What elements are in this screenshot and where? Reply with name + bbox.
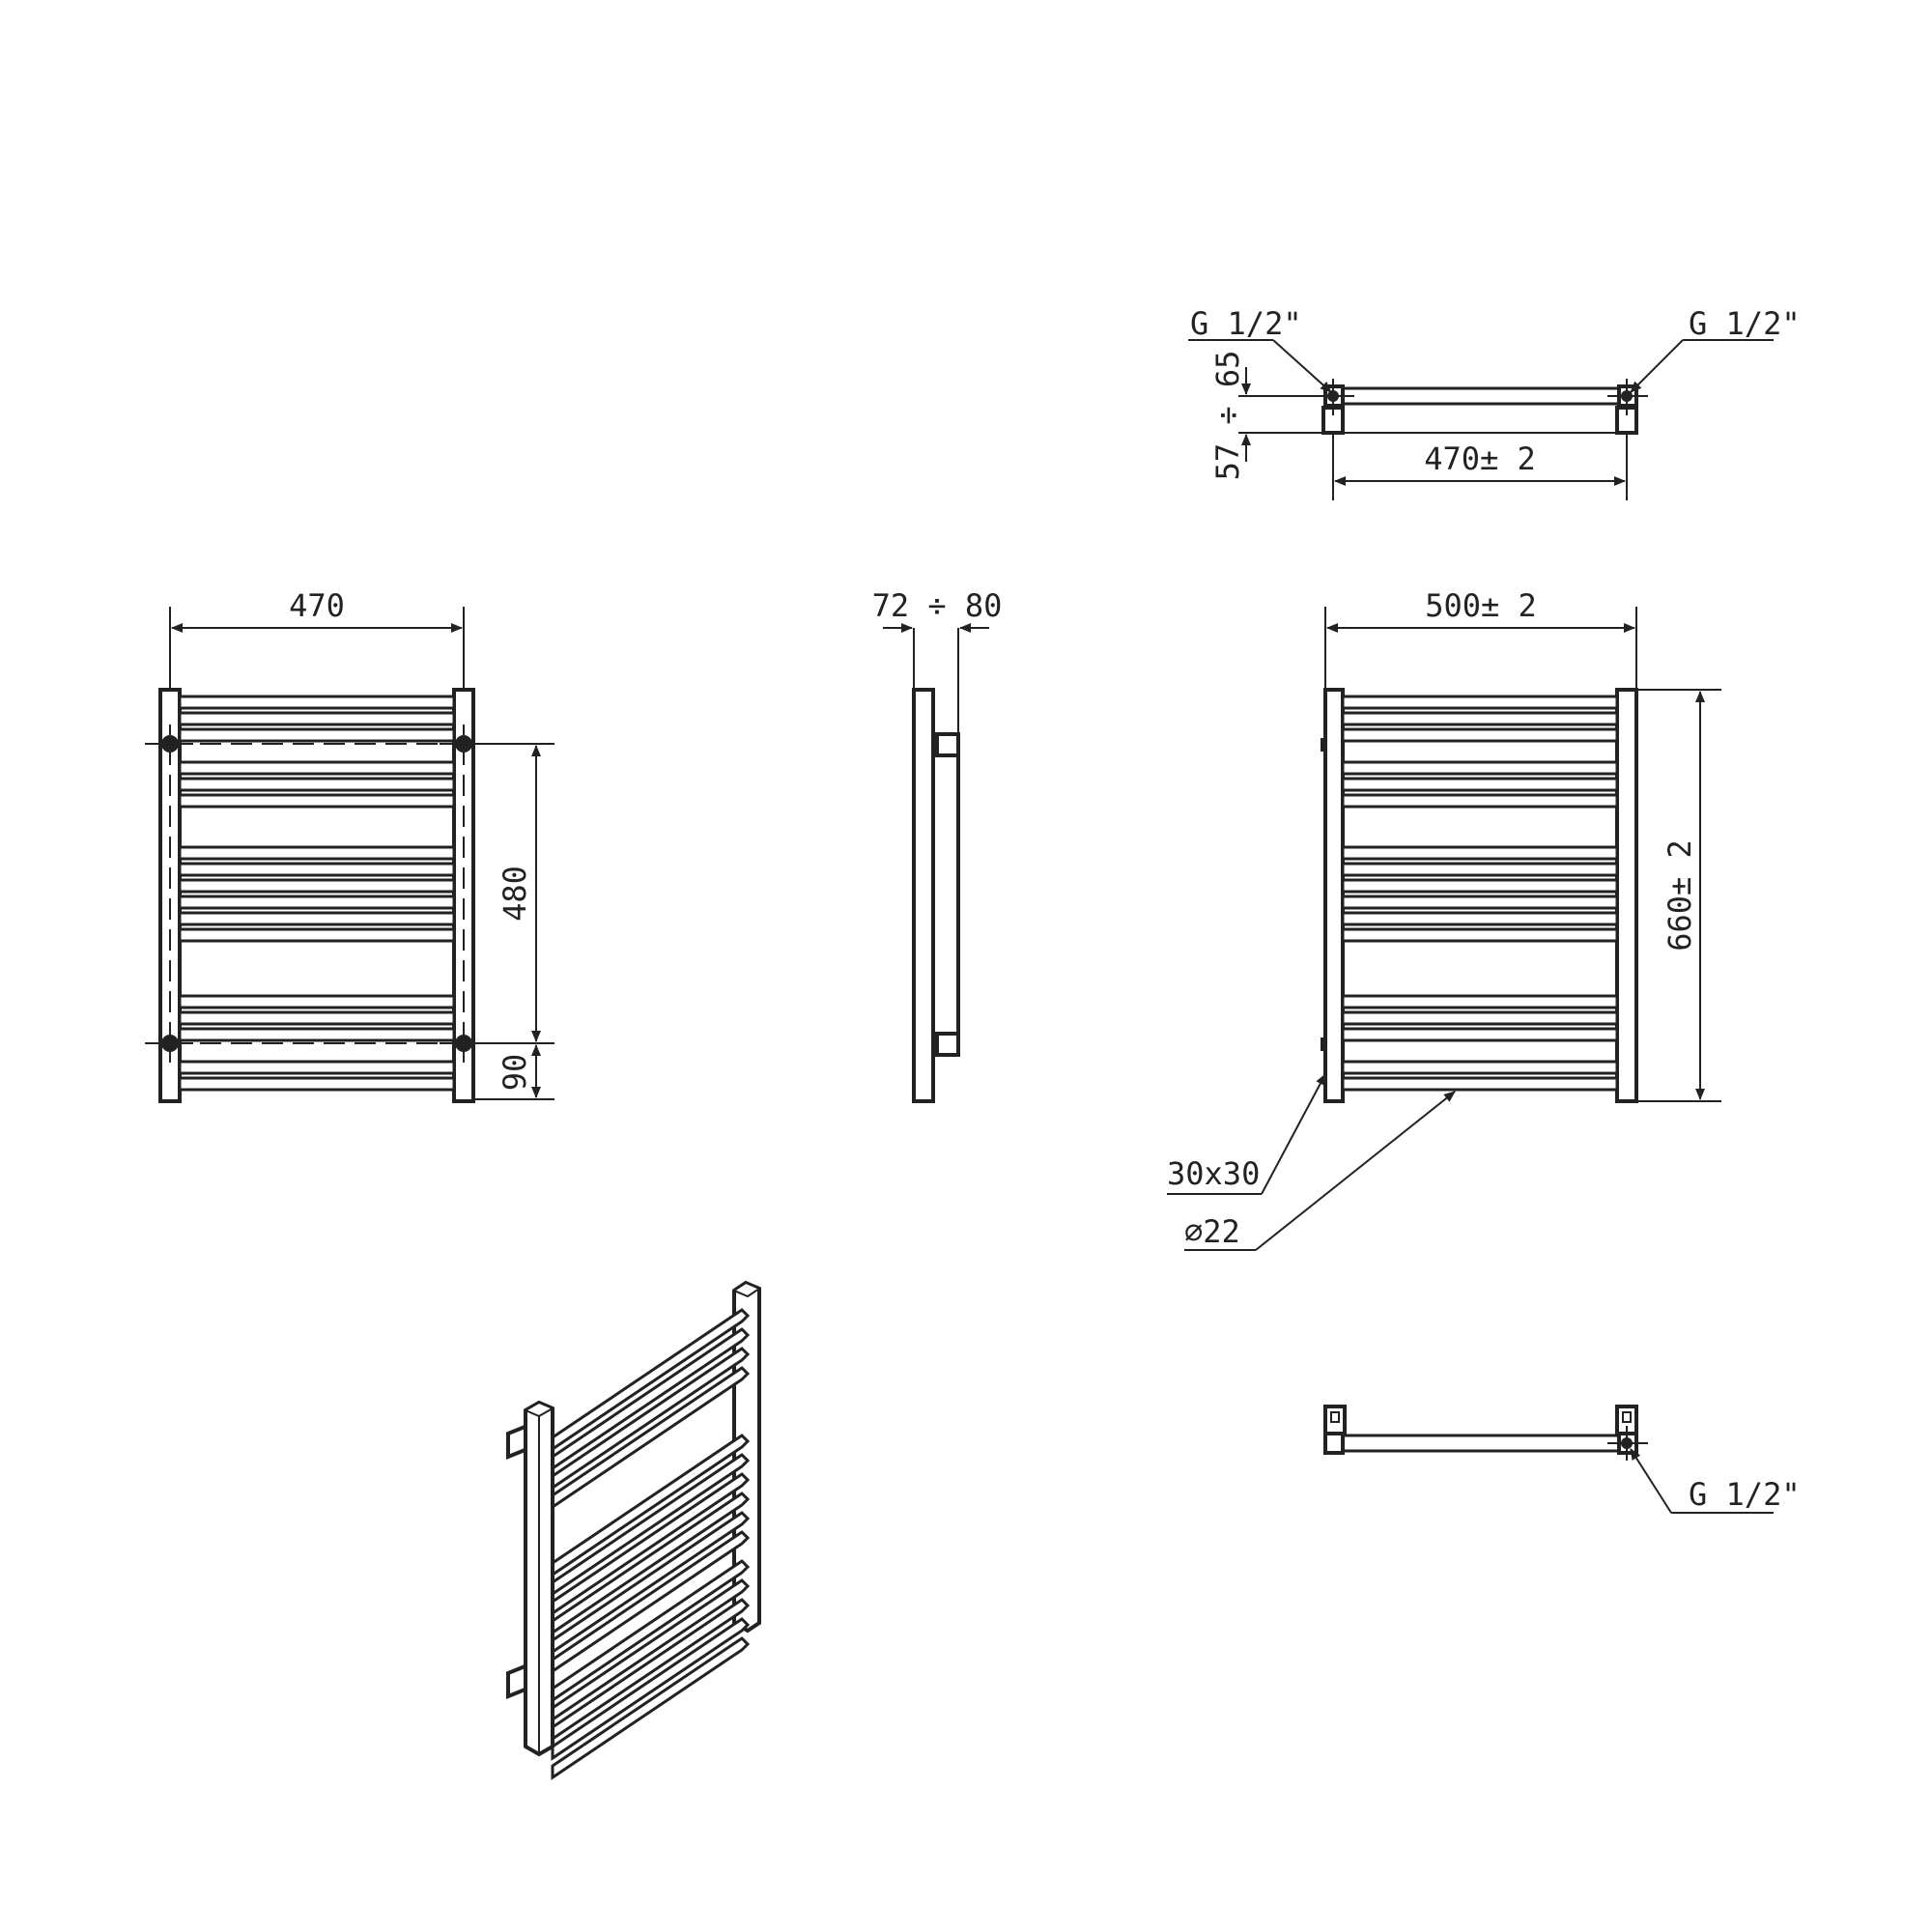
rear-view-rail <box>1341 911 1619 926</box>
isometric-rail <box>551 1636 751 1780</box>
top-connection-right-callout: G 1/2" <box>1630 305 1801 393</box>
bottom-connection-label: G 1/2" <box>1689 1476 1801 1513</box>
front-width-dimension: 470 <box>169 587 465 690</box>
top-width-label: 470± 2 <box>1424 440 1536 477</box>
rear-view-rail <box>1341 1076 1619 1092</box>
front-view-rail <box>178 862 456 877</box>
rear-view-rail <box>1341 845 1619 861</box>
rear-width-dimension: 500± 2 <box>1324 587 1637 690</box>
rear-view-rail <box>1341 994 1619 1009</box>
front-view-rail <box>178 994 456 1009</box>
front-view-rail <box>178 760 456 776</box>
rear-view-rail <box>1341 695 1619 710</box>
rear-view-rail <box>1341 760 1619 776</box>
rear-view-rail <box>1341 1010 1619 1026</box>
bottom-view: G 1/2" <box>1323 1405 1801 1514</box>
rear-view-rail <box>1341 927 1619 943</box>
side-depth-label: 72 ÷ 80 <box>872 587 1003 624</box>
isometric-rail <box>551 1327 751 1471</box>
front-view-rail <box>178 711 456 726</box>
top-connection-right-label: G 1/2" <box>1689 305 1801 342</box>
front-view-rails <box>178 695 456 1092</box>
front-view-rail <box>178 727 456 743</box>
rear-tube-label: ∅22 <box>1184 1213 1240 1250</box>
bottom-connection-callout: G 1/2" <box>1630 1448 1801 1514</box>
top-depth-dimension: 57 ÷ 65 <box>1209 351 1325 481</box>
top-view: G 1/2" G 1/2" 57 ÷ 65 470± 2 <box>1188 305 1801 500</box>
front-view-rail <box>178 845 456 861</box>
side-depth-dimension: 72 ÷ 80 <box>872 587 1003 734</box>
rear-view-rail <box>1341 777 1619 792</box>
rear-view-rail <box>1341 793 1619 809</box>
rear-view-rails <box>1341 695 1619 1092</box>
rear-view-rail <box>1341 878 1619 894</box>
front-view-rail <box>178 895 456 910</box>
isometric-rails <box>551 1308 751 1780</box>
isometric-view <box>506 1280 762 1780</box>
front-view-rail <box>178 1010 456 1026</box>
side-view: 72 ÷ 80 <box>872 587 1003 1103</box>
rear-view-rail <box>1341 1027 1619 1042</box>
front-view-rail <box>178 1076 456 1092</box>
rear-view-rail <box>1341 1060 1619 1075</box>
front-bottom-offset-label: 90 <box>497 1054 533 1092</box>
rear-height-label: 660± 2 <box>1662 839 1698 952</box>
front-view: 470 480 90 <box>145 587 554 1103</box>
front-view-rail <box>178 878 456 894</box>
rear-view-rail <box>1341 727 1619 743</box>
front-view-rail <box>178 777 456 792</box>
front-view-rail <box>178 1027 456 1042</box>
top-connection-left-callout: G 1/2" <box>1188 305 1332 393</box>
front-spacing-dimension: 480 90 <box>475 743 554 1100</box>
top-width-dimension: 470± 2 <box>1332 433 1628 500</box>
rear-view: 500± 2 660± 2 30x30 ∅22 <box>1167 587 1721 1251</box>
top-connection-left-label: G 1/2" <box>1190 305 1302 342</box>
front-connection-points <box>145 724 488 1063</box>
front-view-rail <box>178 911 456 926</box>
front-view-rail <box>178 1060 456 1075</box>
front-spacing-label: 480 <box>497 866 533 922</box>
front-view-rail <box>178 793 456 809</box>
front-width-label: 470 <box>289 587 345 624</box>
rear-view-rail <box>1341 862 1619 877</box>
rear-profile-label: 30x30 <box>1167 1155 1260 1192</box>
front-view-rail <box>178 927 456 943</box>
rear-view-rail <box>1341 895 1619 910</box>
isometric-rail <box>551 1617 751 1761</box>
rear-width-label: 500± 2 <box>1425 587 1537 624</box>
top-depth-label: 57 ÷ 65 <box>1209 351 1246 481</box>
rear-tube-callout: ∅22 <box>1184 1091 1456 1251</box>
rear-profile-callout: 30x30 <box>1167 1073 1326 1195</box>
front-view-rail <box>178 695 456 710</box>
rear-view-rail <box>1341 711 1619 726</box>
rear-height-dimension: 660± 2 <box>1636 689 1721 1102</box>
